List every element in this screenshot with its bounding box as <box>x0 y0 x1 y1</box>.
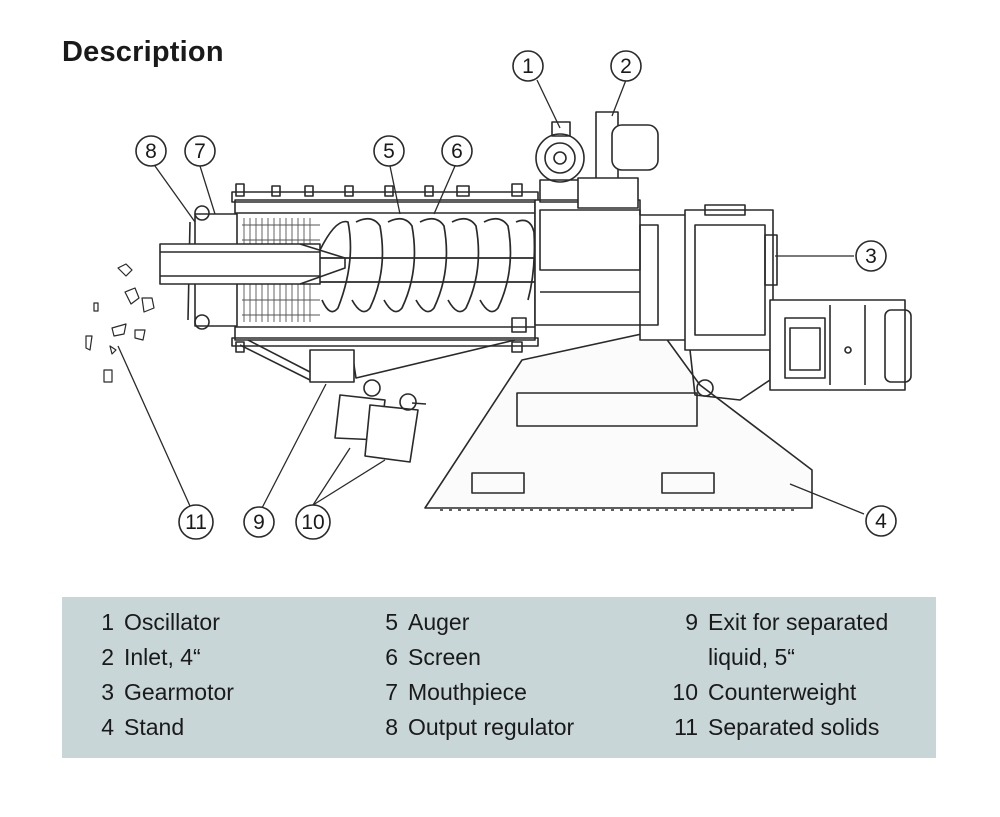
gearmotor-part <box>684 204 912 401</box>
counterweight-part <box>334 379 427 463</box>
svg-text:10: 10 <box>301 511 324 534</box>
inlet-part <box>577 111 659 209</box>
separator-drawing: 1 2 3 4 5 6 7 8 9 10 11 <box>85 50 912 540</box>
callout-7: 7 <box>184 135 216 167</box>
callout-6: 6 <box>441 135 473 167</box>
svg-text:2: 2 <box>620 55 632 78</box>
oscillator-part <box>535 121 585 203</box>
svg-text:1: 1 <box>522 55 534 78</box>
callout-5: 5 <box>373 135 405 167</box>
legend-item: liquid, 5“ <box>708 644 795 670</box>
svg-text:5: 5 <box>383 140 395 163</box>
drive-housing <box>534 199 701 341</box>
stand-part <box>424 329 813 511</box>
callout-4: 4 <box>865 505 897 537</box>
callout-2: 2 <box>610 50 642 82</box>
callout-3: 3 <box>855 240 887 272</box>
auger-flights <box>318 217 536 313</box>
output-regulator-part <box>159 243 346 285</box>
callout-11: 11 <box>178 504 214 540</box>
callout-1: 1 <box>512 50 544 82</box>
liquid-exit-hopper <box>239 339 516 383</box>
separated-solids <box>85 263 155 383</box>
callout-10: 10 <box>295 504 331 540</box>
callout-8: 8 <box>135 135 167 167</box>
barrel-bolts <box>235 183 527 353</box>
svg-text:11: 11 <box>185 511 207 534</box>
page-title: Description <box>62 36 224 68</box>
svg-text:3: 3 <box>865 245 877 268</box>
leader-lines <box>117 79 865 515</box>
svg-text:7: 7 <box>194 140 206 163</box>
callout-9: 9 <box>243 506 275 538</box>
svg-text:6: 6 <box>451 140 463 163</box>
svg-text:9: 9 <box>253 511 265 534</box>
svg-text:4: 4 <box>875 510 887 533</box>
svg-text:8: 8 <box>145 140 157 163</box>
